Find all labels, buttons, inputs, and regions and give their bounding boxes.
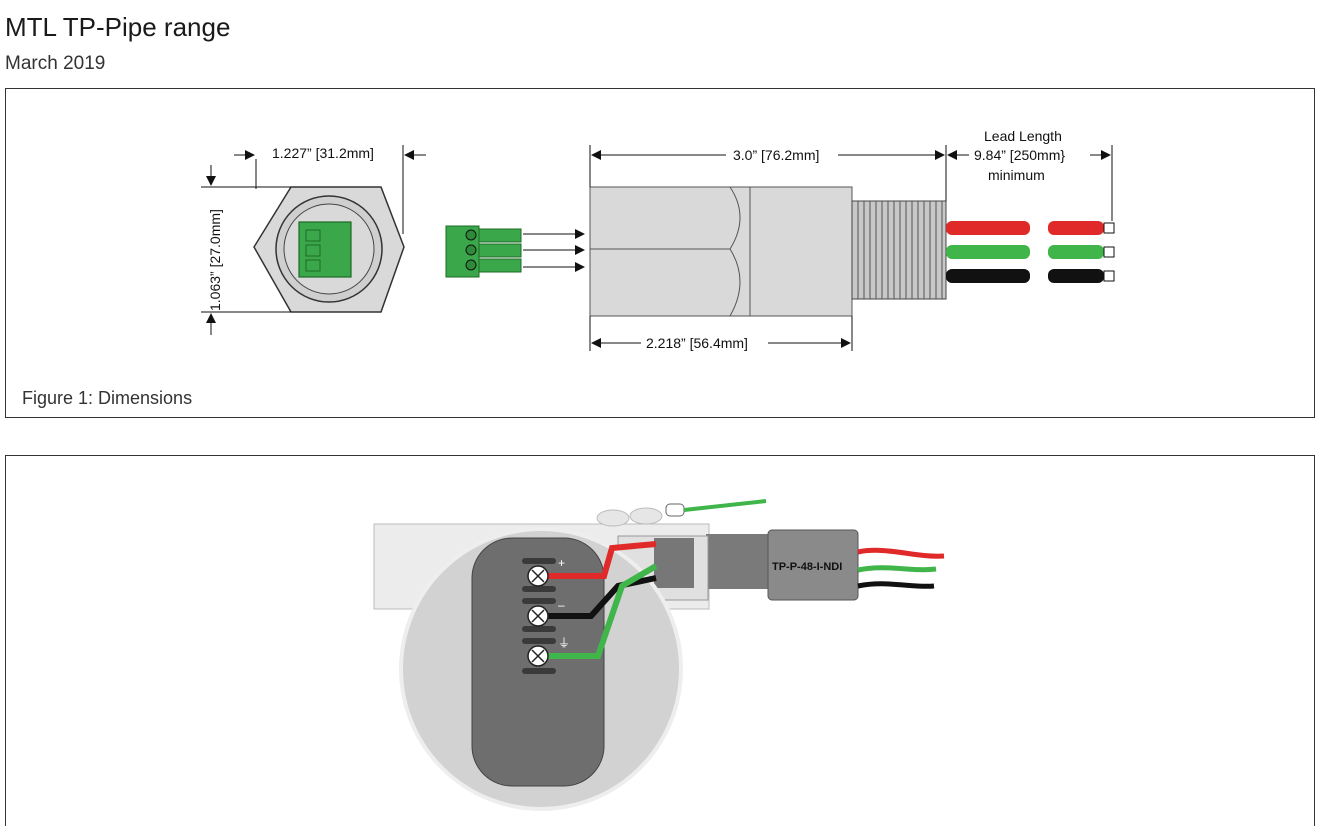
dimensions-drawing: 1.227” [31.2mm] 1.063” [27.0mm] [201,128,1115,351]
hex-end-view [253,186,405,313]
figure-caption: Figure 1: Dimensions [22,388,193,408]
dim-width-label: 1.227” [31.2mm] [272,145,374,161]
lead-length-value: 9.84” [250mm} [974,147,1065,163]
lead-length-label: Lead Length [984,128,1062,144]
document-date: March 2019 [5,53,106,74]
sensor-body [589,186,947,317]
device-tag: TP-P-48-I-NDI [772,561,842,573]
wiring-drawing: TP-P-48-I-NDI + – [373,499,945,811]
figure-dimensions: 1.227” [31.2mm] 1.063” [27.0mm] [5,88,1315,418]
dim-hex-length-label: 2.218” [56.4mm] [646,335,748,351]
terminal-plus-label: + [558,556,565,570]
lead-length-minimum: minimum [988,167,1045,183]
terminal-minus-label: – [558,598,565,612]
terminal-screws [527,565,549,667]
document-title: MTL TP-Pipe range [5,12,231,42]
terminal-ground-label: ⏚ [558,636,570,650]
figure-wiring: TP-P-48-I-NDI + – [5,455,1315,826]
terminal-block-plug [445,225,522,278]
dim-body-length-label: 3.0” [76.2mm] [733,147,819,163]
dim-height-label: 1.063” [27.0mm] [207,209,223,311]
lead-wires [946,221,1115,283]
